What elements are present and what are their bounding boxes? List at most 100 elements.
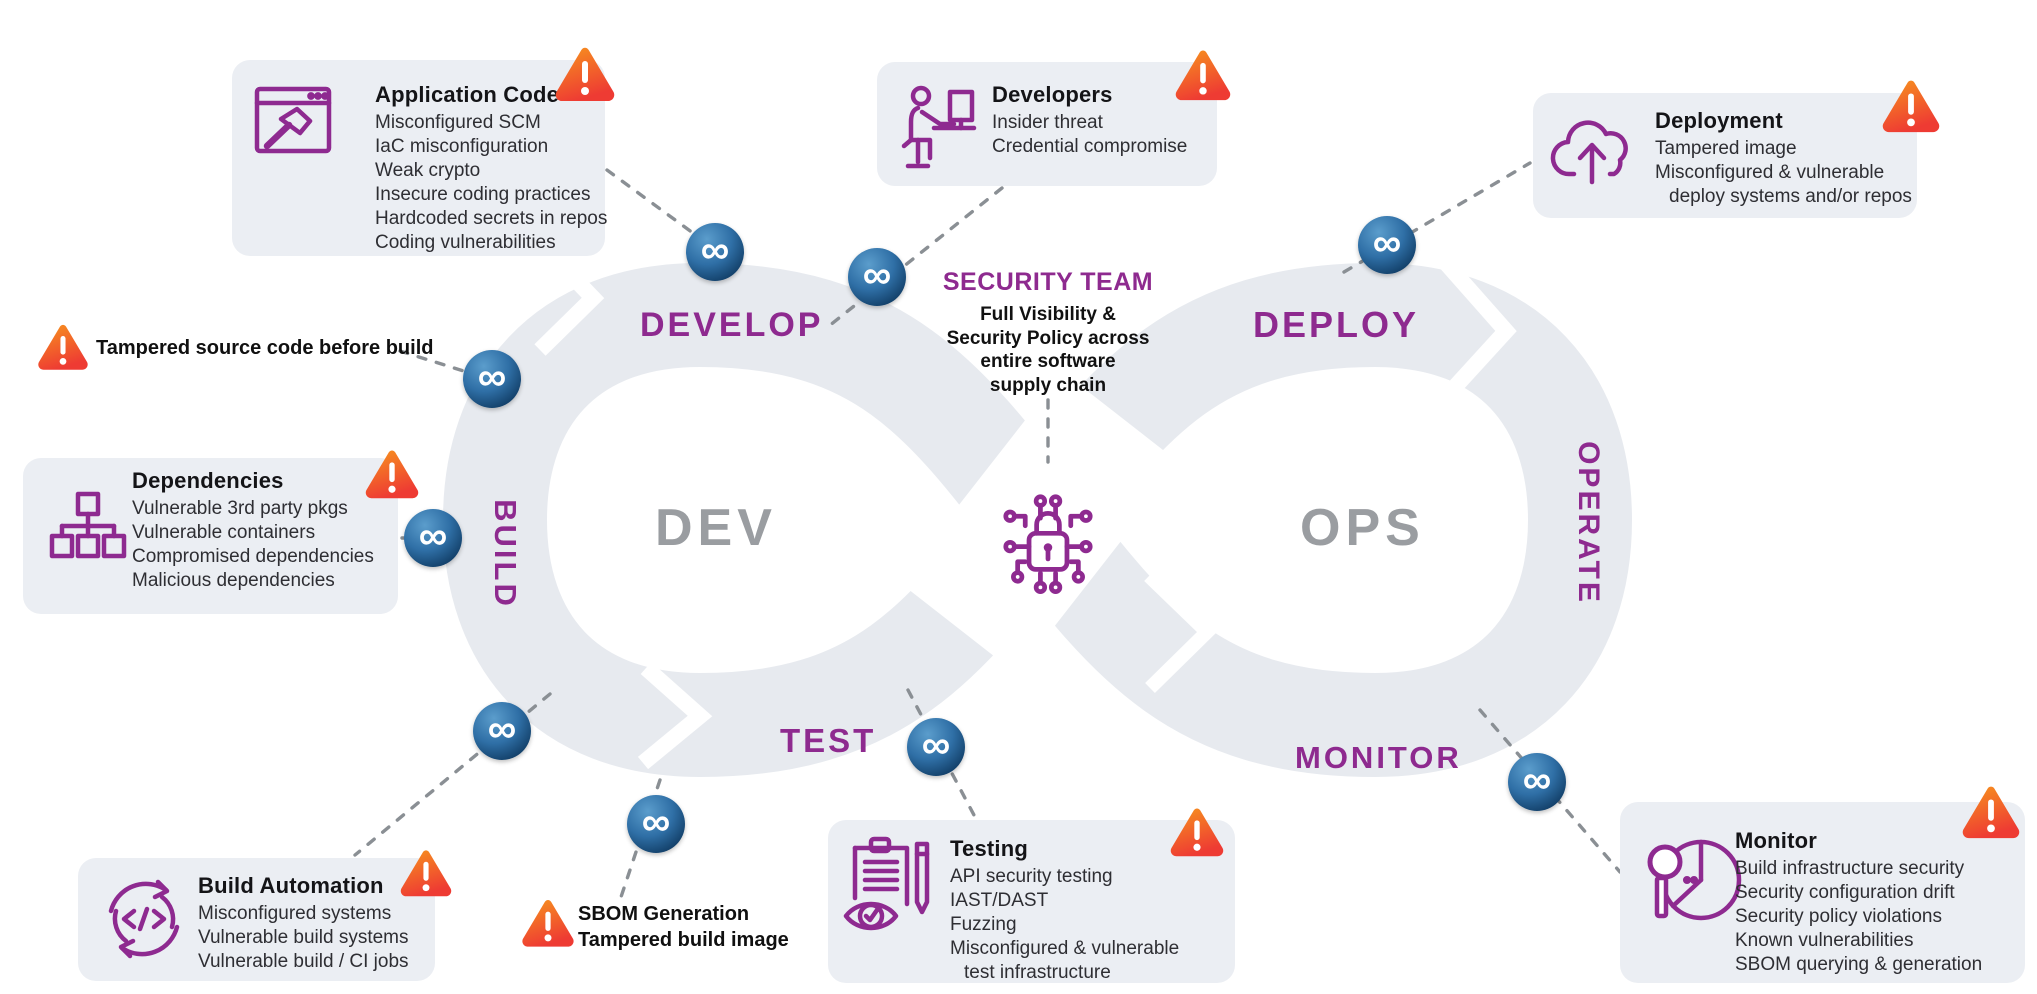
callout-item: Tampered image <box>1655 138 1797 159</box>
phase-test: TEST <box>780 722 877 759</box>
callout-item: Vulnerable build systems <box>198 927 409 948</box>
application-code-box <box>232 60 605 256</box>
callout-item: Weak crypto <box>375 160 481 181</box>
phase-monitor: MONITOR <box>1295 740 1462 775</box>
warning-icon <box>522 900 574 947</box>
callout-item: Credential compromise <box>992 136 1188 157</box>
build-automation-icon <box>108 879 180 959</box>
connector-developers <box>822 186 1004 332</box>
phase-build: BUILD <box>488 499 523 609</box>
callout-item: Vulnerable build / CI jobs <box>198 951 409 972</box>
infinity-icon: ∞ <box>1522 758 1552 802</box>
infinity-icon: ∞ <box>700 228 730 272</box>
ops-label: OPS <box>1300 499 1425 557</box>
infinity-icon: ∞ <box>921 723 951 767</box>
callout-item: Misconfigured systems <box>198 903 392 924</box>
phase-deploy: DEPLOY <box>1253 304 1420 345</box>
warning-icon <box>555 47 615 101</box>
callout-item: Vulnerable 3rd party pkgs <box>132 498 348 519</box>
build-automation-text: Build Automation Misconfigured systems V… <box>198 873 409 974</box>
infinity-icon: ∞ <box>862 253 892 297</box>
infinity-icon: ∞ <box>1372 221 1402 265</box>
callout-item: Misconfigured & vulnerable <box>950 938 1180 959</box>
callout-item: API security testing <box>950 866 1113 887</box>
infinity-icon: ∞ <box>477 355 507 399</box>
callout-title: Testing <box>950 836 1028 861</box>
infinity-badge: ∞ <box>473 702 531 760</box>
infinity-badge: ∞ <box>404 509 462 567</box>
sbom-label-line: SBOM Generation <box>578 903 750 925</box>
security-team-block: SECURITY TEAM Full Visibility & Security… <box>928 268 1168 397</box>
deployment-box <box>1533 93 1917 218</box>
infinity-loop <box>442 262 1633 778</box>
infinity-icon: ∞ <box>641 800 671 844</box>
phase-develop: DEVELOP <box>640 306 824 344</box>
callout-title: Monitor <box>1735 828 1818 853</box>
infinity-badge: ∞ <box>686 223 744 281</box>
developers-box <box>877 62 1217 186</box>
security-team-line: Security Policy across <box>946 327 1150 349</box>
callout-item: deploy systems and/or repos <box>1669 186 1912 207</box>
callout-item: Insider threat <box>992 112 1103 133</box>
loop-chevron-cut <box>1437 256 1517 406</box>
application-code-icon <box>254 86 332 154</box>
loop-chevron-cut <box>637 662 713 770</box>
callout-title: Application Code <box>375 82 560 107</box>
warning-icon <box>1882 80 1940 133</box>
callout-item: Fuzzing <box>950 914 1017 935</box>
connector-deployment <box>1342 161 1532 274</box>
callout-item: Coding vulnerabilities <box>375 232 556 253</box>
callout-item: test infrastructure <box>964 962 1111 983</box>
dev-label: DEV <box>655 499 777 557</box>
infinity-badge: ∞ <box>627 795 685 853</box>
callout-title: Build Automation <box>198 873 384 898</box>
dependencies-text: Dependencies Vulnerable 3rd party pkgs V… <box>132 468 374 593</box>
warning-icon <box>400 850 452 897</box>
connector-monitor <box>1478 708 1622 874</box>
callout-title: Deployment <box>1655 108 1783 133</box>
connector-tampered-source <box>398 349 472 375</box>
application-code-text: Application Code Misconfigured SCM IaC m… <box>375 82 607 255</box>
build-automation-box <box>78 858 435 981</box>
callout-item: Compromised dependencies <box>132 546 374 567</box>
callout-title: Dependencies <box>132 468 284 493</box>
callout-item: Misconfigured & vulnerable <box>1655 162 1885 183</box>
warning-icon <box>1962 786 2020 839</box>
infinity-badge: ∞ <box>1358 216 1416 274</box>
callout-title: Developers <box>992 82 1113 107</box>
loop-chevron-cut <box>534 241 605 356</box>
security-team-title: SECURITY TEAM <box>942 268 1154 296</box>
callout-item: Misconfigured SCM <box>375 112 541 133</box>
infinity-badge: ∞ <box>1508 753 1566 811</box>
callout-item: Build infrastructure security <box>1735 858 1965 879</box>
loop-center-cut <box>898 371 1182 675</box>
monitor-text: Monitor Build infrastructure security Se… <box>1735 828 1982 977</box>
developers-text: Developers Insider threat Credential com… <box>992 82 1187 159</box>
warning-icon <box>365 450 419 499</box>
loop-chevron-cut <box>1144 570 1218 693</box>
callout-item: Vulnerable containers <box>132 522 316 543</box>
tampered-source-label: Tampered source code before build <box>96 337 434 359</box>
testing-clipboard-icon <box>843 836 930 931</box>
deployment-text: Deployment Tampered image Misconfigured … <box>1655 108 1912 209</box>
callout-item: SBOM querying & generation <box>1735 954 1983 975</box>
testing-text: Testing API security testing IAST/DAST F… <box>950 836 1179 985</box>
dependencies-tree-icon <box>49 491 127 559</box>
infinity-icon: ∞ <box>418 514 448 558</box>
connector-testing <box>906 688 977 819</box>
callout-item: Security policy violations <box>1735 906 1942 927</box>
security-team-line: entire software <box>980 351 1116 372</box>
callout-item: IAST/DAST <box>950 890 1049 911</box>
infinity-badge: ∞ <box>907 718 965 776</box>
callout-item: IaC misconfiguration <box>375 136 549 157</box>
infinity-badge: ∞ <box>848 248 906 306</box>
callout-item: Security configuration drift <box>1735 882 1955 903</box>
warning-icon <box>1175 50 1231 101</box>
security-team-line: supply chain <box>989 374 1107 396</box>
deployment-cloud-icon <box>1550 120 1628 185</box>
sbom-label-line: Tampered build image <box>578 929 789 951</box>
connector-application-code <box>605 168 714 249</box>
callout-item: Hardcoded secrets in repos <box>375 208 608 229</box>
callout-item: Insecure coding practices <box>375 184 591 205</box>
